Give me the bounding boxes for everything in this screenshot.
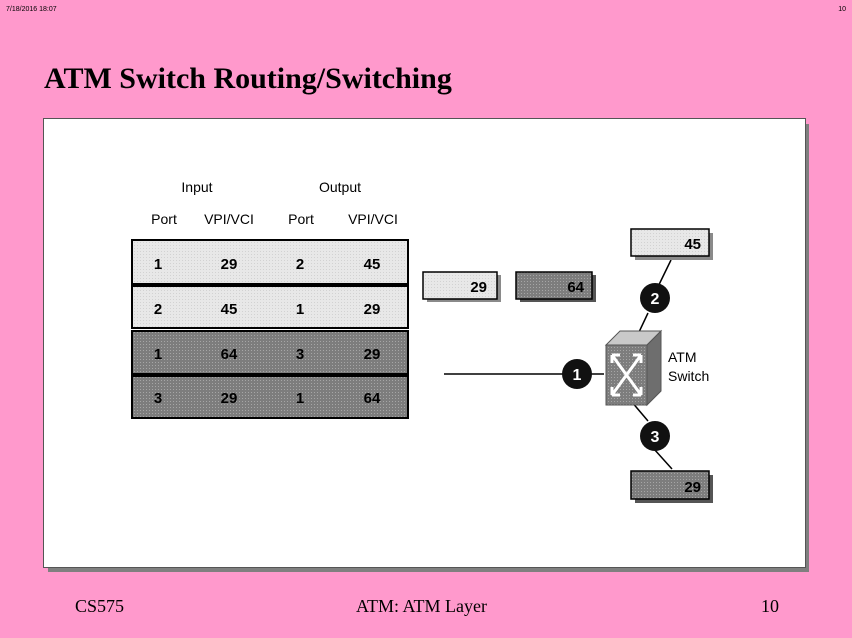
table-row-1: 1 29 2 45: [131, 239, 409, 285]
cell-value: 64: [567, 279, 584, 296]
table-cell: 1: [154, 346, 162, 363]
footer-page-number: 10: [761, 596, 779, 616]
input-group-header: Input: [181, 179, 212, 195]
cell-value: 29: [470, 279, 487, 296]
port-1-badge: 1: [562, 359, 592, 389]
incoming-cell-light: 29: [422, 271, 501, 302]
table-cell: 45: [221, 301, 238, 318]
cell-value: 29: [684, 479, 701, 496]
table-row-4: 3 29 1 64: [131, 375, 409, 419]
switch-label-line1: ATM: [668, 349, 697, 365]
footer-course: CS575: [75, 596, 125, 616]
output-port-header: Port: [288, 211, 314, 227]
table-cell: 45: [364, 256, 381, 273]
output-vpivci-header: VPI/VCI: [348, 211, 398, 227]
svg-text:3: 3: [651, 429, 660, 446]
table-cell: 3: [296, 346, 304, 363]
outgoing-cell-port2: 45: [630, 228, 713, 260]
diagram-panel: Input Output Port VPI/VCI Port VPI/VCI 1…: [43, 118, 806, 568]
slide-datetime: 7/18/2016 18:07: [6, 6, 57, 13]
footer-topic: ATM: ATM Layer: [356, 596, 487, 616]
cell-value: 45: [684, 236, 701, 253]
table-cell: 2: [296, 256, 304, 273]
svg-text:2: 2: [651, 291, 660, 308]
incoming-cell-dark: 64: [515, 271, 596, 302]
table-row-3: 1 64 3 29: [131, 330, 409, 375]
table-cell: 1: [296, 390, 304, 407]
port-3-badge: 3: [640, 421, 670, 451]
outgoing-cell-port3: 29: [630, 470, 713, 503]
table-cell: 2: [154, 301, 162, 318]
table-cell: 1: [296, 301, 304, 318]
output-group-header: Output: [319, 179, 361, 195]
table-cell: 29: [221, 256, 238, 273]
slide-page-number-header: 10: [838, 6, 846, 13]
table-cell: 64: [364, 390, 381, 407]
table-cell: 1: [154, 256, 162, 273]
atm-switch-icon: [604, 329, 663, 407]
table-cell: 3: [154, 390, 162, 407]
switch-label-line2: Switch: [668, 368, 709, 384]
table-cell: 29: [221, 390, 238, 407]
input-vpivci-header: VPI/VCI: [204, 211, 254, 227]
input-port-header: Port: [151, 211, 177, 227]
table-cell: 29: [364, 301, 381, 318]
slide-title: ATM Switch Routing/Switching: [44, 62, 452, 95]
table-cell: 29: [364, 346, 381, 363]
atm-switch-diagram: Input Output Port VPI/VCI Port VPI/VCI 1…: [131, 179, 713, 503]
table-row-2: 2 45 1 29: [131, 285, 409, 329]
table-cell: 64: [221, 346, 238, 363]
port3-link-lower: [653, 448, 673, 470]
port-2-badge: 2: [640, 283, 670, 313]
svg-text:1: 1: [573, 367, 582, 384]
